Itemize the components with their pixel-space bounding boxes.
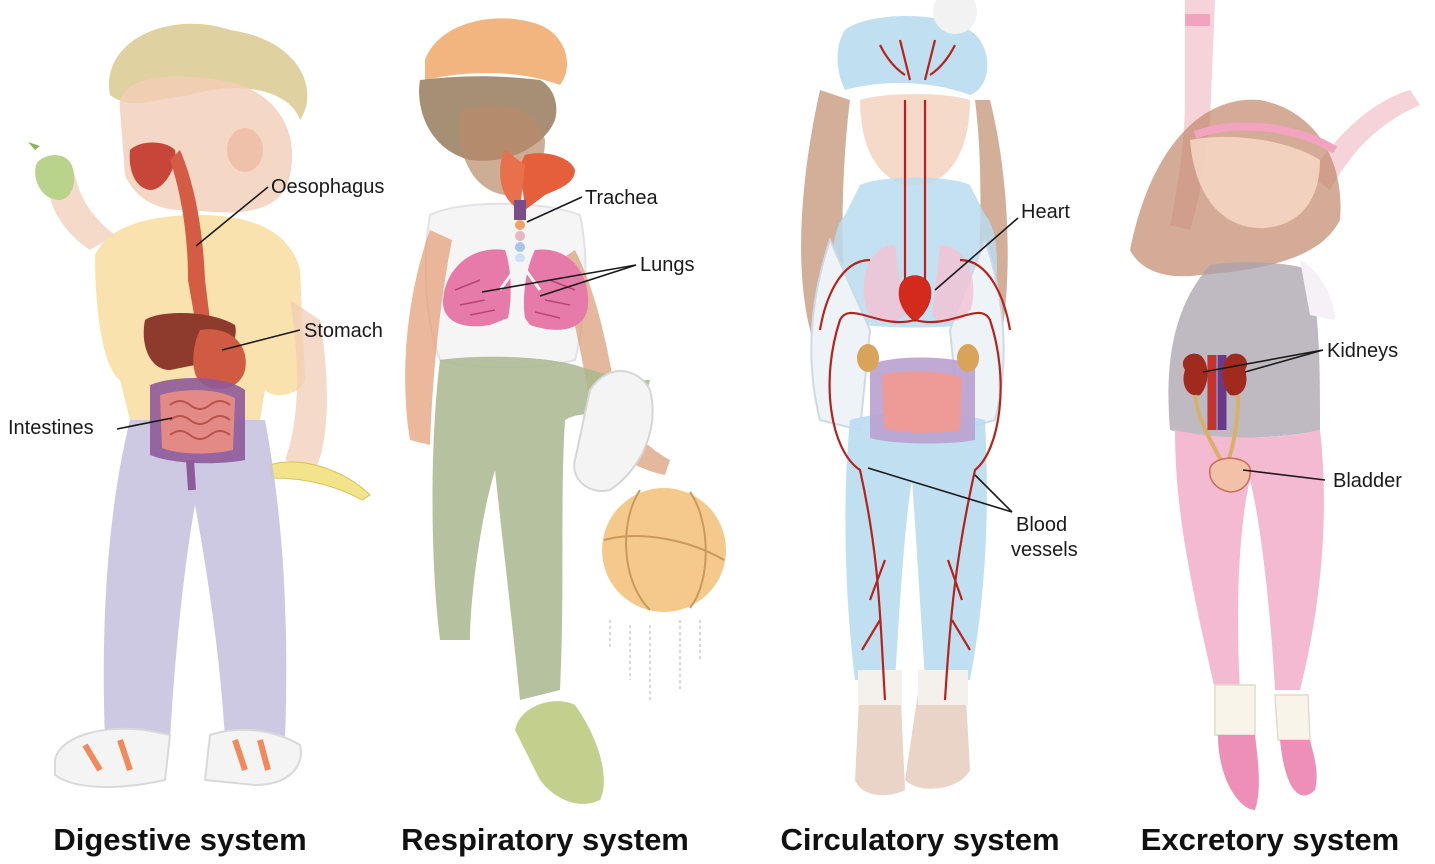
label-trachea: Trachea	[585, 187, 658, 209]
label-heart: Heart	[1021, 201, 1070, 223]
caption-circulatory-system: Circulatory system	[760, 822, 1080, 858]
label-blood-vessels-line1: Blood	[1016, 514, 1067, 536]
label-stomach: Stomach	[304, 320, 383, 342]
digestive-figure	[28, 24, 370, 787]
banana-icon	[270, 462, 370, 500]
respiratory-figure	[405, 18, 726, 804]
excretory-figure	[1130, 0, 1420, 810]
label-blood-vessels-line2: vessels	[1011, 539, 1078, 561]
caption-digestive-system: Digestive system	[20, 822, 340, 858]
basketball-icon	[602, 488, 726, 612]
label-intestines: Intestines	[8, 417, 94, 439]
circulatory-figure	[801, 0, 1010, 795]
apple-icon	[28, 142, 74, 200]
caption-excretory-system: Excretory system	[1110, 822, 1430, 858]
label-lungs: Lungs	[640, 254, 695, 276]
label-oesophagus: Oesophagus	[271, 176, 384, 198]
caption-respiratory-system: Respiratory system	[385, 822, 705, 858]
label-kidneys: Kidneys	[1327, 340, 1398, 362]
label-bladder: Bladder	[1333, 470, 1402, 492]
